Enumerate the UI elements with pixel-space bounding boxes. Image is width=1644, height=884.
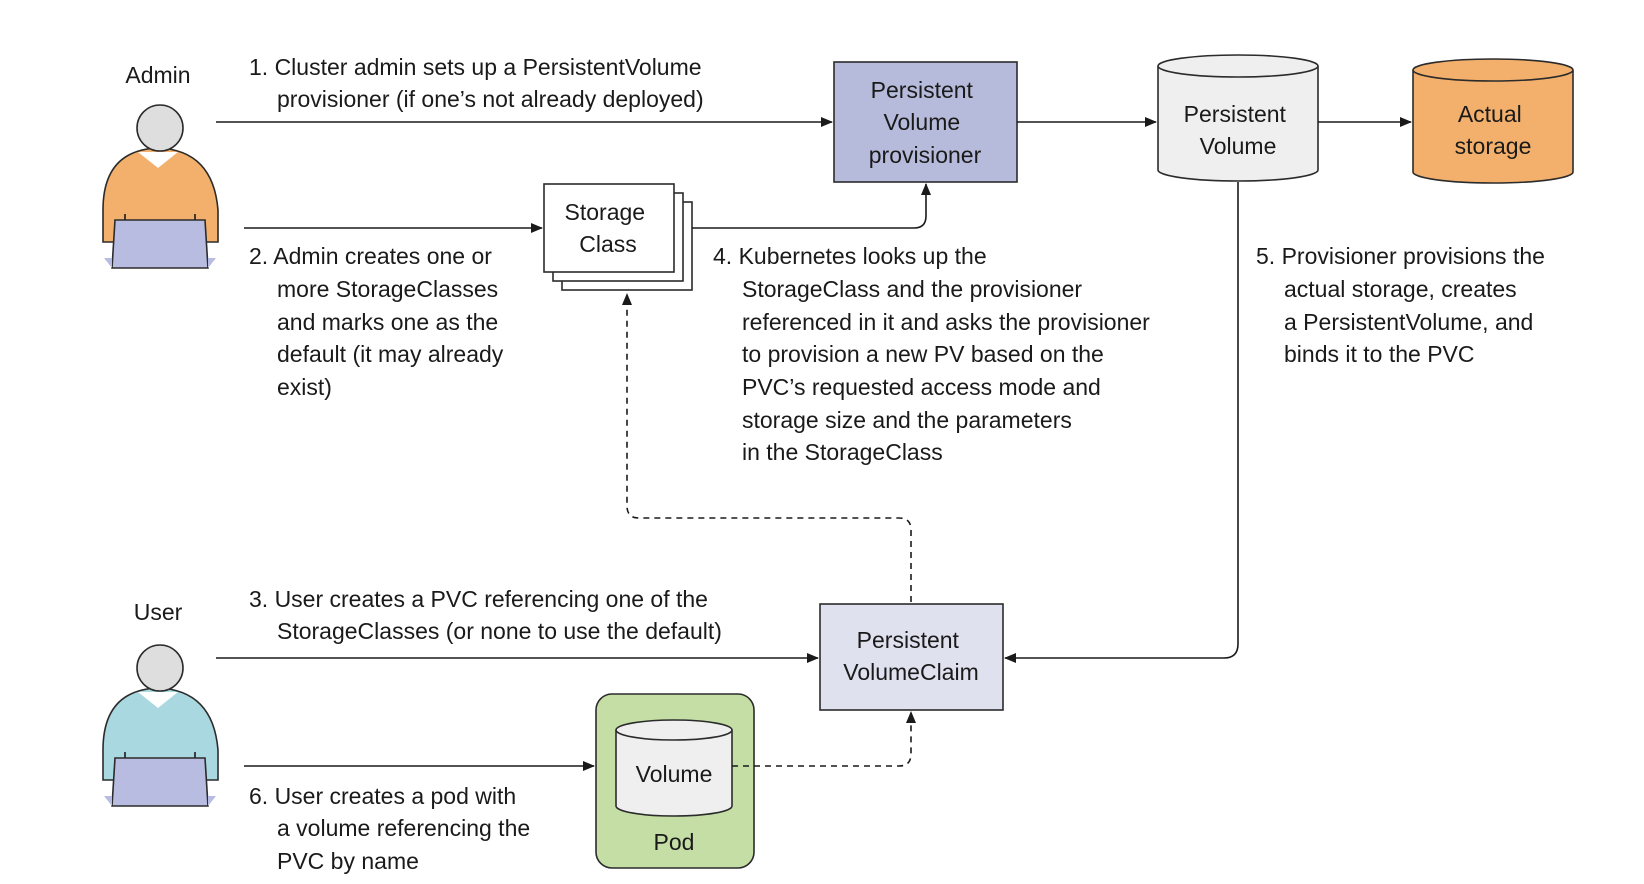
step1-line-1: 1. Cluster admin sets up a PersistentVol… <box>249 54 702 80</box>
step6-line-2: a volume referencing the <box>277 815 530 841</box>
persistent-volume-node: Persistent Volume <box>1157 54 1319 182</box>
actual-storage-line-1: Actual <box>1458 101 1522 127</box>
pv-provisioner-line-2: Volume <box>883 109 960 135</box>
step5-line-2: actual storage, creates <box>1284 276 1517 302</box>
user-laptop-icon <box>111 757 209 807</box>
step5-line-4: binds it to the PVC <box>1284 341 1475 367</box>
actual-storage-label: Actual storage <box>1455 101 1532 159</box>
pv-provisioner-box <box>833 61 1018 183</box>
edge-pvc-to-storage-class <box>622 293 912 602</box>
pv-provisioner-line-1: Persistent <box>871 77 974 103</box>
storage-class-line-2: Class <box>579 231 637 257</box>
step4-text: 4. Kubernetes looks up the StorageClass … <box>713 243 1156 465</box>
step4-line-3: referenced in it and asks the provisione… <box>742 309 1150 335</box>
edge-volume-to-pvc <box>732 711 916 767</box>
step5-line-3: a PersistentVolume, and <box>1284 309 1533 335</box>
edge-pv-to-pvc <box>1004 182 1239 663</box>
storage-class-box <box>543 183 675 273</box>
persistent-volume-line-1: Persistent <box>1184 101 1287 127</box>
step3-line-2: StorageClasses (or none to use the defau… <box>277 618 722 644</box>
step2-text: 2. Admin creates one or more StorageClas… <box>249 243 510 400</box>
step6-line-1: 6. User creates a pod with <box>249 783 516 809</box>
user-head <box>136 644 184 692</box>
actual-storage-line-2: storage <box>1455 133 1532 159</box>
step2-line-5: exist) <box>277 374 332 400</box>
step2-line-1: 2. Admin creates one or <box>249 243 492 269</box>
actual-storage-node: Actual storage <box>1412 58 1574 184</box>
edge-storage-class-to-provisioner <box>692 183 931 229</box>
actual-storage-cylinder <box>1412 70 1574 184</box>
user-laptop-base <box>104 796 112 806</box>
pvc-node: Persistent VolumeClaim <box>819 603 1004 711</box>
step6-line-3: PVC by name <box>277 848 419 874</box>
pv-provisioner-node: Persistent Volume provisioner <box>833 61 1018 183</box>
volume-cylinder <box>615 730 733 817</box>
step4-line-6: storage size and the parameters <box>742 407 1072 433</box>
pvc-label: Persistent VolumeClaim <box>843 627 979 685</box>
step4-line-2: StorageClass and the provisioner <box>742 276 1082 302</box>
step5-text: 5. Provisioner provisions the actual sto… <box>1256 243 1551 367</box>
step4-line-1: 4. Kubernetes looks up the <box>713 243 987 269</box>
persistent-volume-line-2: Volume <box>1200 133 1277 159</box>
step2-line-2: more StorageClasses <box>277 276 498 302</box>
step4-line-7: in the StorageClass <box>742 439 943 465</box>
user-collar <box>138 692 178 708</box>
storage-class-node: Storage Class <box>543 183 693 291</box>
step3-line-1: 3. User creates a PVC referencing one of… <box>249 586 708 612</box>
persistent-volume-cylinder <box>1157 66 1319 182</box>
admin-head <box>136 104 184 152</box>
user-label: User <box>134 599 183 625</box>
volume-label: Volume <box>636 761 713 787</box>
admin-laptop-icon <box>111 219 209 269</box>
persistent-volume-cylinder-top <box>1157 54 1319 78</box>
admin-actor: Admin <box>102 62 219 269</box>
step4-line-4: to provision a new PV based on the <box>742 341 1104 367</box>
persistent-volume-label: Persistent Volume <box>1184 101 1293 159</box>
step1-line-2: provisioner (if one’s not already deploy… <box>277 86 704 112</box>
admin-label: Admin <box>125 62 190 88</box>
step3-text: 3. User creates a PVC referencing one of… <box>249 586 722 644</box>
user-actor: User <box>102 599 219 807</box>
admin-laptop-base <box>104 258 112 268</box>
pvc-line-2: VolumeClaim <box>843 659 979 685</box>
pv-provisioner-line-3: provisioner <box>869 142 982 168</box>
storage-class-line-1: Storage <box>565 199 646 225</box>
admin-collar <box>138 152 178 168</box>
pv-provisioner-label: Persistent Volume provisioner <box>869 77 982 168</box>
step2-line-3: and marks one as the <box>277 309 498 335</box>
pvc-box <box>819 603 1004 711</box>
pvc-line-1: Persistent <box>857 627 960 653</box>
actual-storage-cylinder-top <box>1412 58 1574 82</box>
admin-laptop-base-right <box>208 258 216 268</box>
user-laptop-base-right <box>208 796 216 806</box>
volume-cylinder-top <box>615 719 733 741</box>
step6-text: 6. User creates a pod with a volume refe… <box>249 783 537 874</box>
step5-line-1: 5. Provisioner provisions the <box>1256 243 1545 269</box>
pod-label: Pod <box>654 829 695 855</box>
step2-line-4: default (it may already <box>277 341 504 367</box>
storage-class-label: Storage Class <box>565 199 652 257</box>
pod-node: Volume Pod <box>595 693 755 869</box>
step1-text: 1. Cluster admin sets up a PersistentVol… <box>249 54 708 112</box>
step4-line-5: PVC’s requested access mode and <box>742 374 1101 400</box>
